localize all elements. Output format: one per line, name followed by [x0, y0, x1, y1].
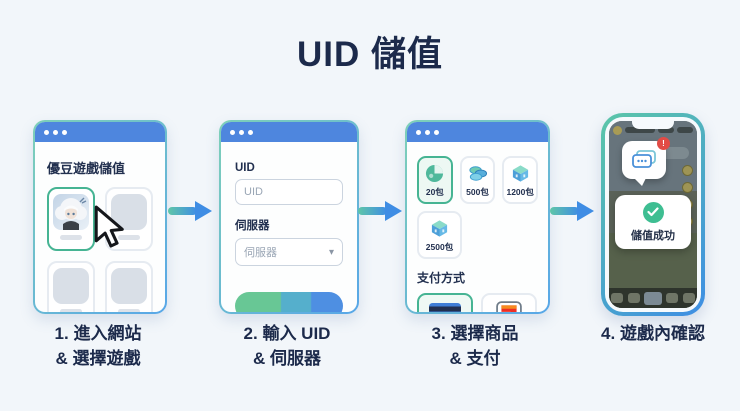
payment-method-label: 支付方式 [417, 271, 466, 285]
step2-caption-line1: 2. 輸入 UID [243, 324, 331, 343]
currency-pill [658, 127, 674, 133]
phone-notch [632, 121, 674, 129]
notification-badge: ! [657, 137, 670, 150]
tile-text-placeholder [60, 235, 82, 240]
server-label: 伺服器 [235, 220, 270, 232]
product-label: 20包 [425, 187, 444, 197]
step2-caption: 2. 輸入 UID & 伺服器 [202, 322, 372, 371]
tile-icon-placeholder [53, 268, 89, 304]
window-titlebar [35, 122, 165, 142]
hud-slot [643, 291, 662, 305]
step3-caption: 3. 選擇商品 & 支付 [390, 322, 560, 371]
coins-icon [469, 166, 488, 181]
window-dot-icon [62, 129, 67, 135]
success-text: 儲值成功 [631, 229, 675, 242]
hud-bar [625, 127, 655, 133]
credit-card-icon [429, 303, 461, 312]
uid-label: UID [235, 162, 255, 174]
step1-caption-line2: & 選擇遊戲 [55, 348, 141, 368]
hud-slot [627, 293, 640, 303]
arrow-right-icon [168, 201, 212, 221]
cube-icon [431, 220, 448, 237]
site-title: 優豆遊戲儲值 [47, 161, 126, 176]
browser-window-step1: 優豆遊戲儲值 [33, 120, 167, 314]
payment-card-seven-eleven[interactable] [481, 293, 537, 312]
game-card-selected[interactable] [47, 187, 95, 251]
tile-icon-placeholder [111, 268, 147, 304]
tile-text-placeholder [118, 309, 140, 312]
window-dot-icon [248, 129, 253, 135]
hud-slot [611, 293, 624, 303]
arrow-right-icon [550, 201, 594, 221]
phone-step4: ! 儲值成功 [601, 113, 705, 316]
tile-text-placeholder [118, 235, 140, 240]
step4-caption-line1: 4. 遊戲內確認 [601, 324, 705, 343]
product-card[interactable]: 2500包 [417, 211, 462, 259]
payment-card-credit-card[interactable] [417, 293, 473, 312]
game-screen: ! 儲值成功 [609, 121, 697, 308]
coin-icon [426, 164, 444, 183]
window-titlebar [221, 122, 357, 142]
step1-caption: 1. 進入網站 & 選擇遊戲 [13, 322, 183, 371]
player-avatar [613, 125, 622, 135]
product-label: 2500包 [425, 242, 454, 252]
game-hud-bottom [609, 288, 697, 308]
window-dot-icon [434, 129, 439, 135]
window-dot-icon [230, 129, 235, 135]
window-dot-icon [425, 129, 430, 135]
product-card[interactable]: 500包 [459, 156, 496, 204]
game-card[interactable] [47, 261, 95, 312]
topup-form: UID 伺服器 伺服器 ▾ [221, 142, 357, 312]
browser-window-step2: UID 伺服器 伺服器 ▾ [219, 120, 359, 314]
game-hud-top [613, 125, 693, 135]
step4-caption: 4. 遊戲內確認 [568, 322, 738, 347]
window-titlebar [407, 122, 548, 142]
hud-slot [682, 293, 695, 303]
page-title: UID 儲值 [296, 35, 443, 74]
uid-input[interactable] [235, 179, 343, 205]
cube-icon [512, 165, 528, 182]
tile-text-placeholder [60, 309, 82, 312]
chevron-down-icon: ▾ [328, 246, 334, 258]
product-label: 500包 [466, 187, 489, 197]
product-card[interactable]: 1200包 [502, 156, 539, 204]
hud-icon [682, 165, 693, 176]
chat-notification[interactable]: ! [622, 137, 670, 186]
hud-icon [682, 182, 693, 193]
shop-panel: 20包 500包 [407, 142, 548, 312]
arrow-right-icon [358, 201, 402, 221]
cursor-icon [94, 205, 124, 248]
step1-caption-line1: 1. 進入網站 [54, 324, 142, 343]
window-dot-icon [239, 129, 244, 135]
step3-caption-line2: & 支付 [449, 348, 501, 368]
currency-pill [677, 127, 693, 133]
chat-bubble-icon [632, 150, 656, 168]
submit-button[interactable] [235, 292, 343, 312]
window-dot-icon [44, 129, 49, 135]
server-select-value: 伺服器 [244, 247, 277, 259]
check-icon [642, 201, 664, 223]
success-dialog: 儲值成功 [615, 195, 691, 249]
game-icon [53, 194, 89, 230]
browser-window-step3: 20包 500包 [405, 120, 550, 314]
product-card[interactable]: 20包 [417, 156, 453, 204]
step2-caption-line2: & 伺服器 [253, 348, 321, 368]
window-dot-icon [53, 129, 58, 135]
step3-caption-line1: 3. 選擇商品 [431, 324, 519, 343]
window-dot-icon [416, 129, 421, 135]
server-select[interactable]: 伺服器 ▾ [235, 238, 343, 266]
product-label: 1200包 [506, 187, 534, 197]
game-card[interactable] [105, 261, 153, 312]
seven-eleven-icon [496, 301, 522, 312]
hud-slot [666, 293, 679, 303]
